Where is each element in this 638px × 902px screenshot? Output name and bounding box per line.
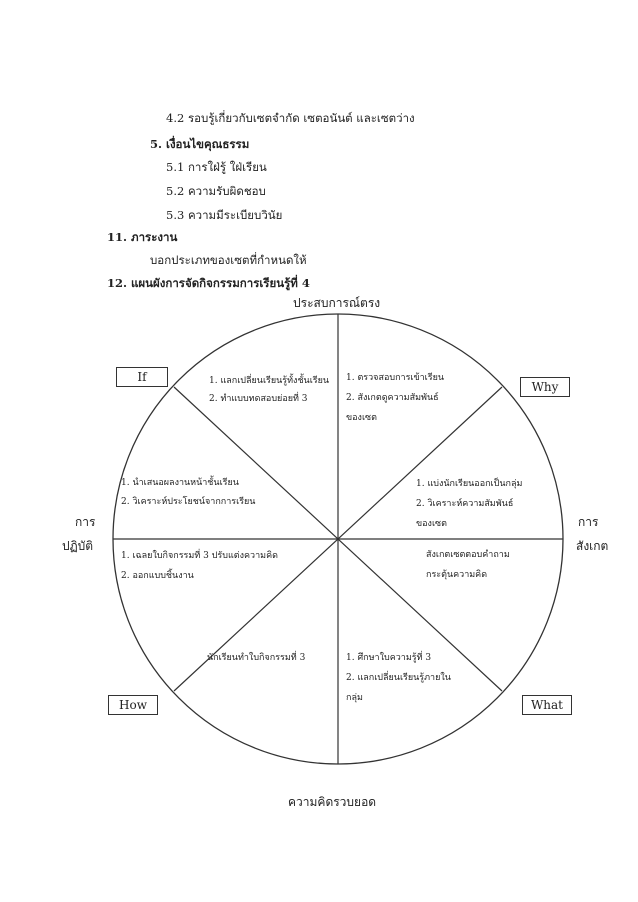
axis-label-right-line2: สังเกต	[576, 539, 609, 553]
outline-item-5: 5. เงื่อนไขคุณธรรม	[150, 137, 250, 151]
corner-box-why: Why	[520, 377, 570, 397]
segment-top-left-line1: 1. แลกเปลี่ยนเรียนรู้ทั้งชั้นเรียน	[209, 376, 330, 386]
outline-item-11-text: บอกประเภทของเซตที่กำหนดให้	[150, 253, 307, 267]
axis-label-top: ประสบการณ์ตรง	[293, 296, 381, 310]
axis-label-left-line2: ปฏิบัติ	[62, 539, 94, 553]
segment-top-right-line2: 2. สังเกตดูความสัมพันธ์	[346, 393, 439, 403]
segment-right-lower-line2: กระตุ้นความคิด	[426, 570, 488, 580]
segment-right-upper-line3: ของเซต	[416, 519, 447, 529]
segment-right-upper-line1: 1. แบ่งนักเรียนออกเป็นกลุ่ม	[416, 479, 523, 489]
corner-box-what: What	[522, 695, 572, 715]
segment-left-upper-line2: 2. วิเคราะห์ประโยชน์จากการเรียน	[121, 497, 256, 507]
wheel-diagonal-line-b	[173, 386, 503, 692]
corner-box-if: If	[116, 367, 168, 387]
outline-item-5-1: 5.1 การใฝ่รู้ ใฝ่เรียน	[166, 160, 267, 174]
outline-item-5-3: 5.3 ความมีระเบียบวินัย	[166, 208, 283, 222]
segment-bottom-left-line1: นักเรียนทำใบกิจกรรมที่ 3	[207, 653, 306, 663]
segment-right-lower-line1: สังเกตเซตตอบคำถาม	[426, 550, 510, 560]
axis-label-right-line1: การ	[578, 515, 599, 529]
segment-left-upper-line1: 1. นำเสนอผลงานหน้าชั้นเรียน	[121, 478, 239, 488]
segment-top-right-line3: ของเซต	[346, 413, 377, 423]
segment-right-upper-line2: 2. วิเคราะห์ความสัมพันธ์	[416, 499, 514, 509]
segment-bottom-right-line2: 2. แลกเปลี่ยนเรียนรู้ภายใน	[346, 673, 451, 683]
outline-item-5-2: 5.2 ความรับผิดชอบ	[166, 184, 266, 198]
corner-box-how: How	[108, 695, 158, 715]
segment-left-lower-line2: 2. ออกแบบชิ้นงาน	[121, 571, 194, 581]
outline-item-12: 12. แผนผังการจัดกิจกรรมการเรียนรู้ที่ 4	[107, 276, 310, 290]
axis-label-bottom: ความคิดรวบยอด	[288, 795, 377, 809]
segment-left-lower-line1: 1. เฉลยใบกิจกรรมที่ 3 ปรับแต่งความคิด	[121, 551, 278, 561]
segment-top-right-line1: 1. ตรวจสอบการเข้าเรียน	[346, 373, 445, 383]
segment-top-left-line2: 2. ทำแบบทดสอบย่อยที่ 3	[209, 394, 308, 404]
segment-bottom-right-line3: กลุ่ม	[346, 693, 363, 703]
outline-item-11: 11. ภาระงาน	[107, 230, 178, 244]
segment-bottom-right-line1: 1. ศึกษาใบความรู้ที่ 3	[346, 653, 432, 663]
axis-label-left-line1: การ	[75, 515, 96, 529]
outline-item-4-2: 4.2 รอบรู้เกี่ยวกับเซตจำกัด เซตอนันต์ แล…	[166, 111, 415, 125]
